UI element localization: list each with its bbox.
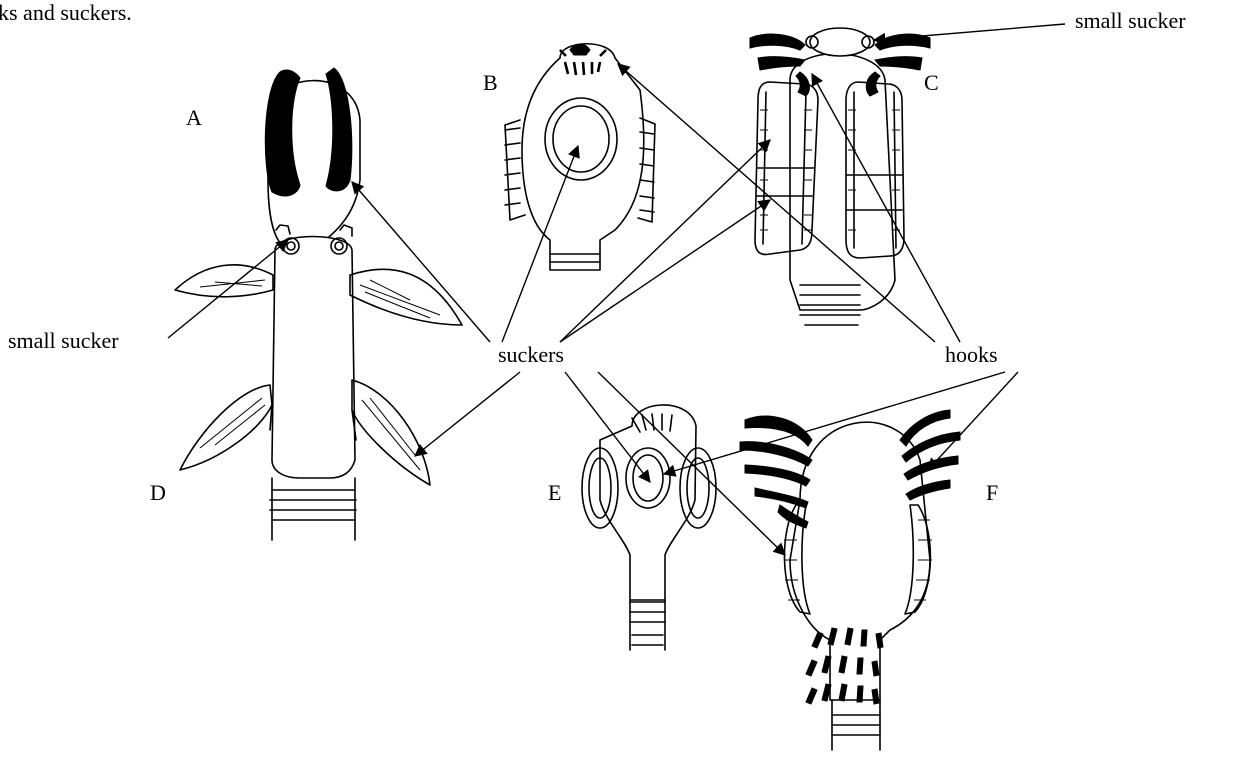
arrow-small-sucker-to-c xyxy=(874,24,1065,40)
label-d: D xyxy=(150,480,166,505)
label-e: E xyxy=(548,480,561,505)
small-sucker-label-top: small sucker xyxy=(1075,8,1186,33)
scolex-e: E xyxy=(548,405,716,650)
scolex-d: D xyxy=(150,225,462,540)
label-f: F xyxy=(986,480,998,505)
arrow-suckers-to-a xyxy=(352,182,490,342)
label-c: C xyxy=(924,70,939,95)
arrow-small-sucker-to-d xyxy=(168,240,288,338)
scolex-f: F xyxy=(740,410,998,750)
label-a: A xyxy=(186,105,202,130)
scolex-c: C xyxy=(750,28,939,325)
caption-text: ks and suckers. xyxy=(0,0,132,25)
suckers-label: suckers xyxy=(498,342,564,367)
scolex-b: B xyxy=(483,44,655,270)
scolex-c-hooks-left xyxy=(750,34,809,96)
label-b: B xyxy=(483,70,498,95)
scolex-d-lower-right-bothridium xyxy=(352,380,430,485)
arrow-suckers-to-d xyxy=(415,372,520,456)
arrow-hooks-to-f xyxy=(928,372,1018,470)
small-sucker-label-left: small sucker xyxy=(8,328,119,353)
hooks-label: hooks xyxy=(945,342,998,367)
scolex-d-upper-right-bothridium xyxy=(350,269,462,325)
